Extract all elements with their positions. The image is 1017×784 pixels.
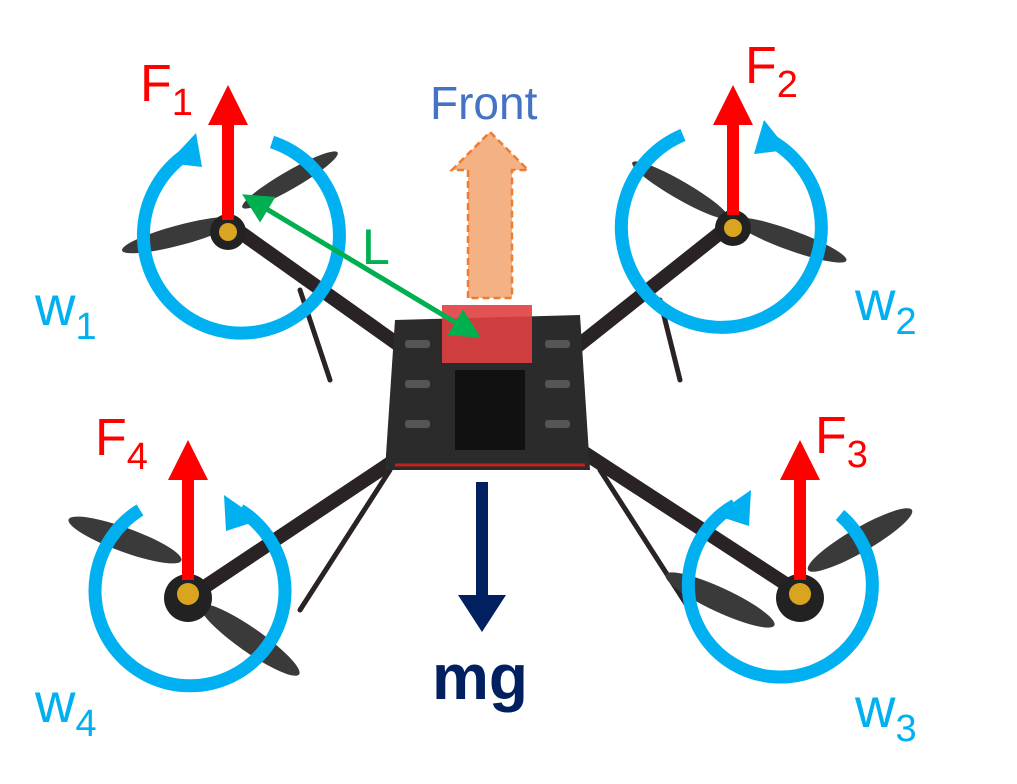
- force-label-base: F: [140, 55, 172, 113]
- weight-arrow: [458, 482, 506, 632]
- force-label-subscript: 3: [846, 434, 868, 476]
- rotor-speed-label-4: w4: [35, 675, 97, 745]
- rotor-speed-subscript: 2: [895, 301, 917, 343]
- rotation-arc-3: [681, 490, 879, 684]
- rotation-arrowhead-2: [754, 120, 788, 154]
- force-label-base: F: [745, 37, 777, 95]
- force-arrow-3: [780, 440, 820, 580]
- force-arrow-1: [208, 85, 248, 220]
- force-label-3: F3: [815, 410, 868, 474]
- rotation-arc-4: [88, 495, 292, 693]
- rotation-arc-2: [614, 120, 828, 334]
- weight-label: mg: [432, 641, 528, 713]
- drone-body: [385, 305, 590, 470]
- force-label-subscript: 1: [171, 82, 193, 124]
- force-arrow-2: [713, 85, 753, 215]
- rotor-speed-base: w: [855, 269, 896, 332]
- arm-length-arrow: [242, 194, 481, 338]
- force-label-subscript: 2: [776, 64, 798, 106]
- arm-length-label: L: [362, 219, 390, 275]
- rotation-arrowhead-3: [715, 490, 751, 526]
- rotor-speed-label-1: w1: [35, 278, 97, 348]
- rotor-speed-subscript: 1: [75, 306, 97, 348]
- rotor-speed-subscript: 4: [75, 703, 97, 745]
- rotation-arrowhead-4: [224, 495, 260, 531]
- motors: [164, 210, 824, 622]
- rotor-speed-label-2: w2: [855, 273, 917, 343]
- rotor-speed-subscript: 3: [895, 708, 917, 750]
- force-label-base: F: [95, 409, 127, 467]
- rotor-speed-base: w: [35, 274, 76, 337]
- front-label: Front: [430, 77, 538, 129]
- force-label-2: F2: [745, 40, 798, 104]
- force-arrow-4: [168, 440, 208, 580]
- rotor-speed-base: w: [855, 676, 896, 739]
- rotor-speed-base: w: [35, 671, 76, 734]
- force-label-4: F4: [95, 412, 148, 476]
- rotation-arrowhead-1: [168, 133, 202, 167]
- force-label-1: F1: [140, 58, 193, 122]
- force-label-base: F: [815, 407, 847, 465]
- force-label-subscript: 4: [126, 436, 148, 478]
- rotor-speed-label-3: w3: [855, 680, 917, 750]
- front-arrow: [448, 130, 532, 300]
